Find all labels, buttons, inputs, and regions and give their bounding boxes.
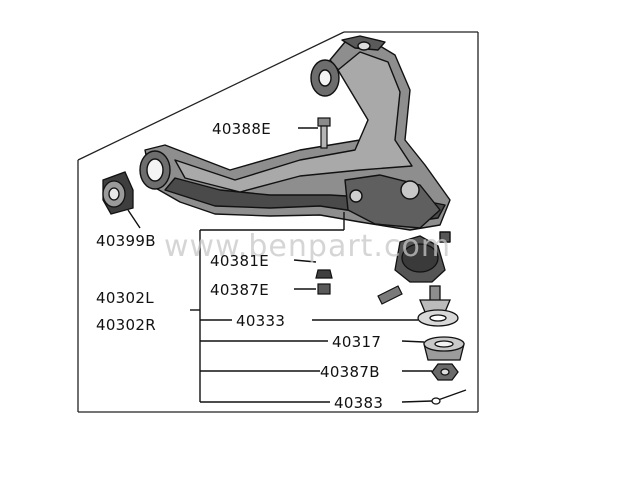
small-bolt — [377, 285, 403, 305]
nut-40387B — [431, 363, 459, 381]
control-arm — [139, 35, 451, 243]
label-40302R: 40302R — [96, 316, 156, 334]
label-40381E: 40381E — [210, 252, 269, 270]
washer-40333 — [417, 309, 459, 327]
label-40333: 40333 — [236, 312, 285, 330]
label-40383: 40383 — [334, 394, 383, 412]
label-40302L: 40302L — [96, 289, 154, 307]
label-40317: 40317 — [332, 333, 381, 351]
label-40399B: 40399B — [96, 232, 156, 250]
fastener-40381E — [315, 269, 333, 279]
label-40387E: 40387E — [210, 281, 269, 299]
ball-joint — [394, 235, 451, 313]
bushing-40399B — [102, 171, 134, 215]
bolt-40388E — [317, 117, 331, 149]
leader-lines — [127, 127, 433, 403]
cotter-pin-40383 — [431, 389, 467, 405]
fastener-40387E — [317, 283, 331, 295]
label-40388E: 40388E — [212, 120, 271, 138]
watermark: www.benpart.com — [164, 229, 451, 264]
label-40387B: 40387B — [320, 363, 380, 381]
boot-40317 — [423, 336, 465, 361]
diagram-frame — [77, 31, 479, 413]
